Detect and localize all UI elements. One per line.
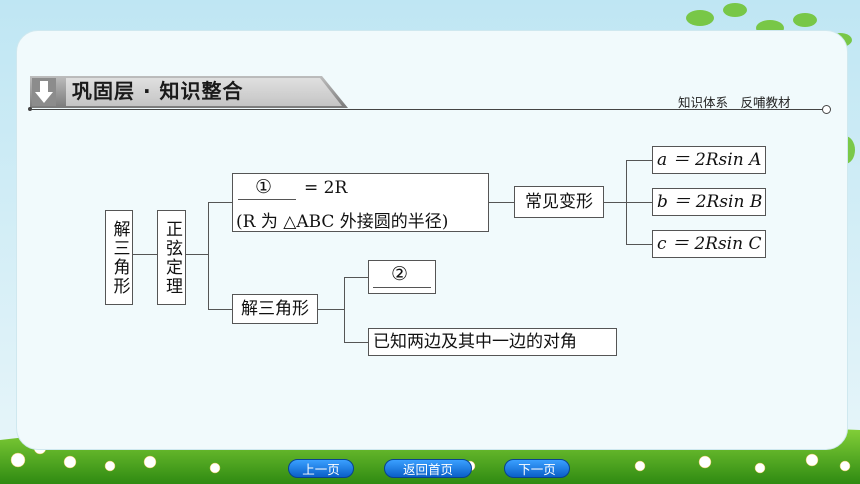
next-page-button[interactable]: 下一页 — [504, 459, 570, 478]
theorem-node: 正弦定理 — [157, 210, 186, 305]
formula-blank-underline — [238, 199, 296, 200]
down-arrow-icon — [32, 78, 56, 106]
form-b-text: b ＝ 2Rsin B — [657, 192, 763, 212]
connector — [208, 202, 209, 309]
common-forms-label: 常见变形 — [525, 192, 593, 212]
formula-note: (R 为 △ABC 外接圆的半径) — [236, 212, 449, 232]
solve-case-2-node: 已知两边及其中一边的对角 — [368, 328, 617, 356]
connector — [626, 160, 652, 161]
rule-dot-right — [822, 105, 831, 114]
theorem-node-label: 正弦定理 — [162, 219, 182, 296]
solve-case-1-blank: ② — [391, 263, 409, 285]
solve-case-1-underline — [373, 287, 431, 288]
connector — [208, 309, 232, 310]
root-node-label: 解三角形 — [109, 219, 130, 296]
connector — [186, 254, 208, 255]
formula-box — [232, 173, 489, 232]
connector — [489, 202, 514, 203]
form-c-text: c ＝ 2Rsin C — [657, 234, 762, 254]
solve-triangle-node: 解三角形 — [232, 294, 318, 324]
connector — [344, 342, 368, 343]
formula-blank: ① — [255, 176, 273, 198]
form-a-node: a ＝ 2Rsin A — [652, 146, 766, 174]
connector — [626, 202, 652, 203]
header-band — [30, 76, 348, 108]
common-forms-node: 常见变形 — [514, 186, 604, 218]
solve-case-2-label: 已知两边及其中一边的对角 — [373, 332, 577, 352]
solve-case-1-node — [368, 260, 436, 294]
rule-dot-left — [28, 107, 32, 111]
connector — [318, 309, 344, 310]
connector — [208, 202, 232, 203]
connector — [344, 277, 368, 278]
form-c-node: c ＝ 2Rsin C — [652, 230, 766, 258]
connector — [344, 277, 345, 342]
form-b-node: b ＝ 2Rsin B — [652, 188, 766, 216]
connector — [604, 202, 626, 203]
page-subtitle: 知识体系 反哺教材 — [678, 95, 791, 110]
formula-rhs: = 2R — [304, 178, 348, 198]
connector — [626, 244, 652, 245]
header-rule — [30, 109, 827, 110]
home-button[interactable]: 返回首页 — [384, 459, 472, 478]
form-a-text: a ＝ 2Rsin A — [657, 150, 762, 170]
prev-page-button[interactable]: 上一页 — [288, 459, 354, 478]
page-title: 巩固层 · 知识整合 — [72, 79, 244, 103]
root-node: 解三角形 — [105, 210, 133, 305]
solve-triangle-label: 解三角形 — [241, 299, 309, 319]
connector — [133, 254, 157, 255]
